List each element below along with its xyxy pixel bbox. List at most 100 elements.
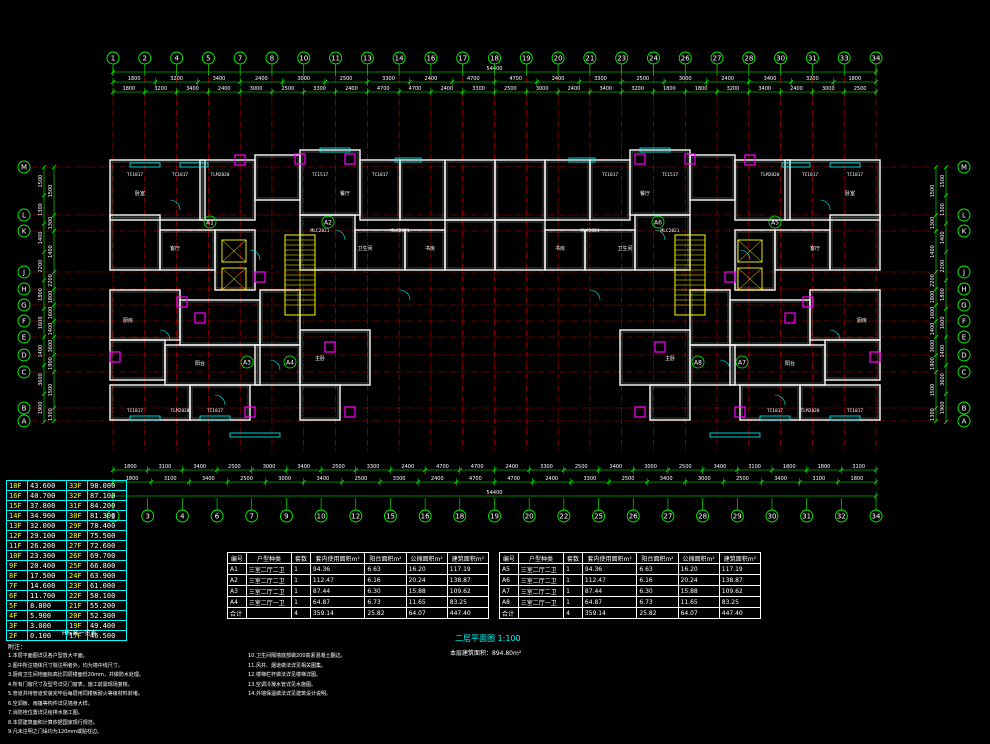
wall-inner <box>741 386 799 419</box>
floor-elevation: 84.200 <box>87 500 127 511</box>
wall-room <box>494 159 546 221</box>
bottom-axis-label: 32 <box>837 513 846 521</box>
bottom-dim-a-value: 3400 <box>193 464 206 470</box>
wall-room <box>254 154 301 201</box>
top-dim-b-value: 2400 <box>440 86 453 92</box>
left-axis-circle <box>17 348 31 362</box>
bottom-dim-a-value: 1800 <box>783 464 796 470</box>
unit-marker <box>735 355 749 369</box>
unit-marker <box>283 355 297 369</box>
left-dim-value: 1300 <box>38 203 44 216</box>
left-dim-b-tick <box>51 352 57 358</box>
unit-table-left-header: 编号 <box>227 552 247 564</box>
left-dim-b-value: 1300 <box>48 408 54 421</box>
top-axis-label: 33 <box>840 55 849 63</box>
bottom-axis-label: 7 <box>249 513 253 521</box>
right-axis-circle <box>957 298 971 312</box>
bottom-dim-a-value: 2500 <box>332 464 345 470</box>
room-label: 卫生间 <box>357 245 372 252</box>
column-detail <box>344 153 356 165</box>
wall-inner <box>496 161 544 219</box>
bottom-dim-a-value: 3300 <box>540 464 553 470</box>
door-swing <box>589 289 601 301</box>
bottom-dim-b-value: 3100 <box>812 476 825 482</box>
top-axis-label: 5 <box>206 55 210 63</box>
right-dim-value: 1400 <box>940 231 946 244</box>
room-label: 餐厅 <box>640 190 650 197</box>
floor-number: 18F <box>6 480 28 491</box>
floor-elevation: 29.100 <box>27 530 67 541</box>
top-dim-b-value: 2500 <box>504 86 517 92</box>
top-dim-b-value: 3200 <box>154 86 167 92</box>
wall-inner <box>256 346 299 384</box>
unit-marker <box>691 355 705 369</box>
left-axis-circle <box>17 314 31 328</box>
notes-title: 附注： <box>8 644 27 651</box>
window-symbol <box>639 147 671 153</box>
top-axis-label: 31 <box>808 55 817 63</box>
top-axis-label: 14 <box>395 55 404 63</box>
left-dim-value: 1900 <box>38 401 44 414</box>
bottom-axis-label: 22 <box>559 513 568 521</box>
floor-elevation: 32.000 <box>27 520 67 531</box>
column-detail <box>324 341 336 353</box>
right-dim-b-tick <box>933 164 939 170</box>
floor-elevation: 5.900 <box>27 610 67 621</box>
unit-table-right-cell: 1 <box>563 574 583 586</box>
left-axis-circle <box>17 298 31 312</box>
top-axis-label: 13 <box>363 55 372 63</box>
top-dim-b-value: 2400 <box>568 86 581 92</box>
right-axis-label: G <box>961 302 966 310</box>
bottom-dim-a-value: 2500 <box>679 464 692 470</box>
room-label: 卫生间 <box>617 245 632 252</box>
wall-room <box>494 219 546 271</box>
left-axis-circle <box>17 265 31 279</box>
left-axis-circle <box>17 160 31 174</box>
wall-inner <box>111 216 159 269</box>
left-dim-b-tick <box>51 286 57 292</box>
wall-room <box>829 214 881 271</box>
unit-table-right-cell: 64.07 <box>677 607 720 619</box>
column-detail <box>744 154 756 166</box>
wall-room <box>784 159 881 221</box>
column-detail <box>724 271 736 283</box>
unit-table-right-cell: 112.47 <box>581 574 638 586</box>
window-symbol <box>829 415 861 421</box>
floor-elevation: 98.000 <box>87 480 127 491</box>
window-symbol <box>568 157 596 163</box>
right-axis-label: M <box>961 164 967 172</box>
bottom-dim-a-value: 4700 <box>436 464 449 470</box>
right-axis-label: B <box>962 405 967 413</box>
unit-table-right-cell: 三室二厅一卫 <box>517 596 565 608</box>
wall-room <box>109 214 161 271</box>
top-dim-b-value: 4700 <box>377 86 390 92</box>
unit-table-left-cell: A3 <box>227 585 247 597</box>
floor-elevation: 81.300 <box>87 510 127 521</box>
right-dim-b-value: 2200 <box>930 274 936 287</box>
left-axis-label: B <box>22 405 27 413</box>
floor-elevation: 55.200 <box>87 600 127 611</box>
floor-elevation: 8.800 <box>27 600 67 611</box>
unit-table-left-cell: 1 <box>291 563 311 575</box>
top-dim-b-value: 3300 <box>472 86 485 92</box>
unit-table-right-cell: 4 <box>563 607 583 619</box>
left-dim-b-value: 1400 <box>48 323 54 336</box>
floor-number: 5F <box>6 600 28 611</box>
door-swing <box>719 359 731 371</box>
unit-label: A6 <box>654 220 662 227</box>
unit-table-left-cell: 6.30 <box>364 585 407 597</box>
column-detail <box>176 296 188 308</box>
bottom-dim-b-value: 3300 <box>393 476 406 482</box>
top-dim-b-value: 2400 <box>218 86 231 92</box>
unit-table-right-cell: 117.19 <box>718 563 762 575</box>
wall-inner <box>831 216 879 269</box>
floor-number: 24F <box>66 570 88 581</box>
window-code: TC1817 <box>127 172 144 178</box>
right-dim-value: 2200 <box>940 260 946 273</box>
wall-room <box>179 299 261 346</box>
